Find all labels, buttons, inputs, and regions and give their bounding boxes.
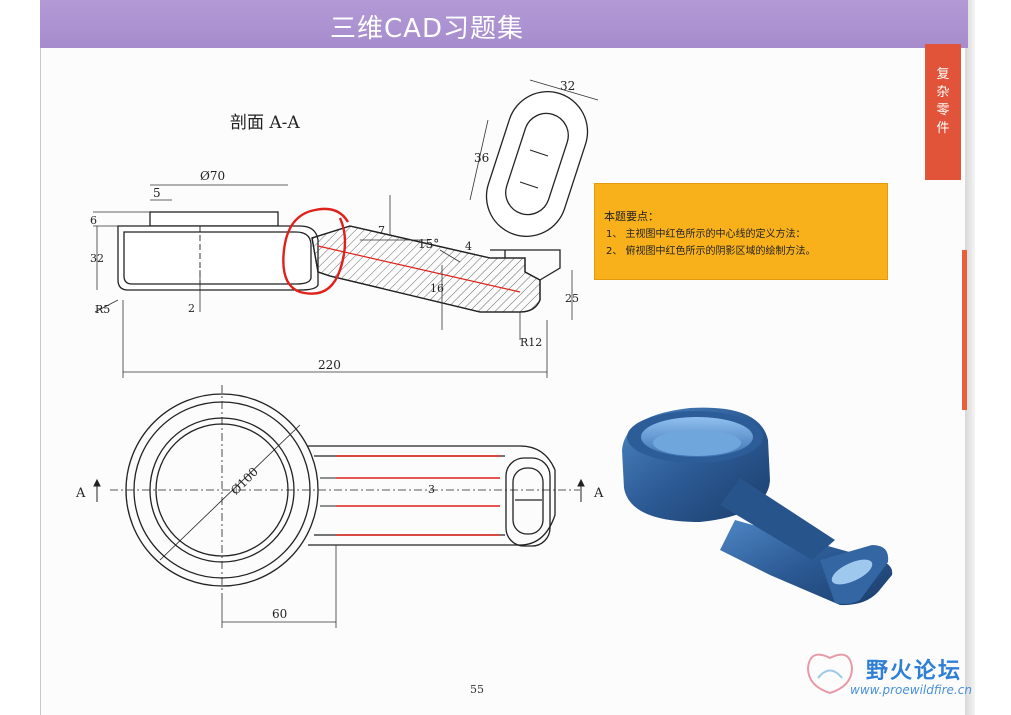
key-point-2: 2、 俯视图中红色所示的阴影区域的绘制方法。 [606, 246, 816, 257]
red-shaded-regions [336, 455, 500, 536]
chapter-edge-strip [962, 250, 967, 410]
dim-d70: Ø70 [200, 169, 225, 183]
dim-7: 7 [378, 224, 385, 237]
red-highlight-circle [282, 207, 350, 295]
section-view-label: 剖面 A-A [230, 113, 300, 133]
dim-2: 2 [188, 302, 195, 315]
section-marker-right: A [593, 486, 604, 501]
dim-32-slot: 32 [560, 79, 575, 93]
key-points-box [594, 183, 888, 280]
key-points-title: 本题要点： [604, 210, 659, 223]
section-dimensions [93, 79, 599, 378]
dim-60: 60 [272, 607, 287, 621]
dim-16: 16 [430, 282, 444, 295]
dim-4: 4 [465, 240, 472, 253]
top-view [110, 385, 580, 600]
watermark-name: 野火论坛 [866, 659, 963, 684]
dim-r12: R12 [520, 336, 542, 349]
dim-60-line [221, 545, 337, 628]
section-marker-left: A [75, 486, 86, 501]
book-page [40, 0, 969, 715]
watermark-url: www.proewildfire.cn [850, 683, 972, 697]
dim-3: 3 [428, 483, 435, 496]
section-view [117, 211, 561, 313]
chapter-tab-label: 复杂零件 [936, 67, 950, 136]
section-arrows [93, 478, 585, 502]
key-point-1: 1、 主视图中红色所示的中心线的定义方法： [606, 229, 806, 240]
3d-model-image [622, 407, 893, 606]
dim-d100: Ø100 [228, 465, 261, 498]
dim-6: 6 [90, 214, 97, 227]
dim-r5: R5 [95, 303, 110, 316]
dim-36: 36 [474, 151, 489, 165]
page-gutter [965, 0, 975, 715]
dim-25: 25 [565, 292, 579, 305]
page-title: 三维CAD习题集 [330, 14, 524, 44]
watermark-logo-icon [806, 653, 854, 695]
slot-detail-view [485, 91, 589, 237]
dim-15deg: 15° [418, 237, 439, 251]
dim-5: 5 [153, 186, 161, 200]
dim-32: 32 [90, 252, 104, 265]
dim-220: 220 [318, 358, 341, 372]
header-band [40, 0, 968, 48]
page-number: 55 [470, 683, 484, 696]
chapter-tab [925, 44, 961, 180]
